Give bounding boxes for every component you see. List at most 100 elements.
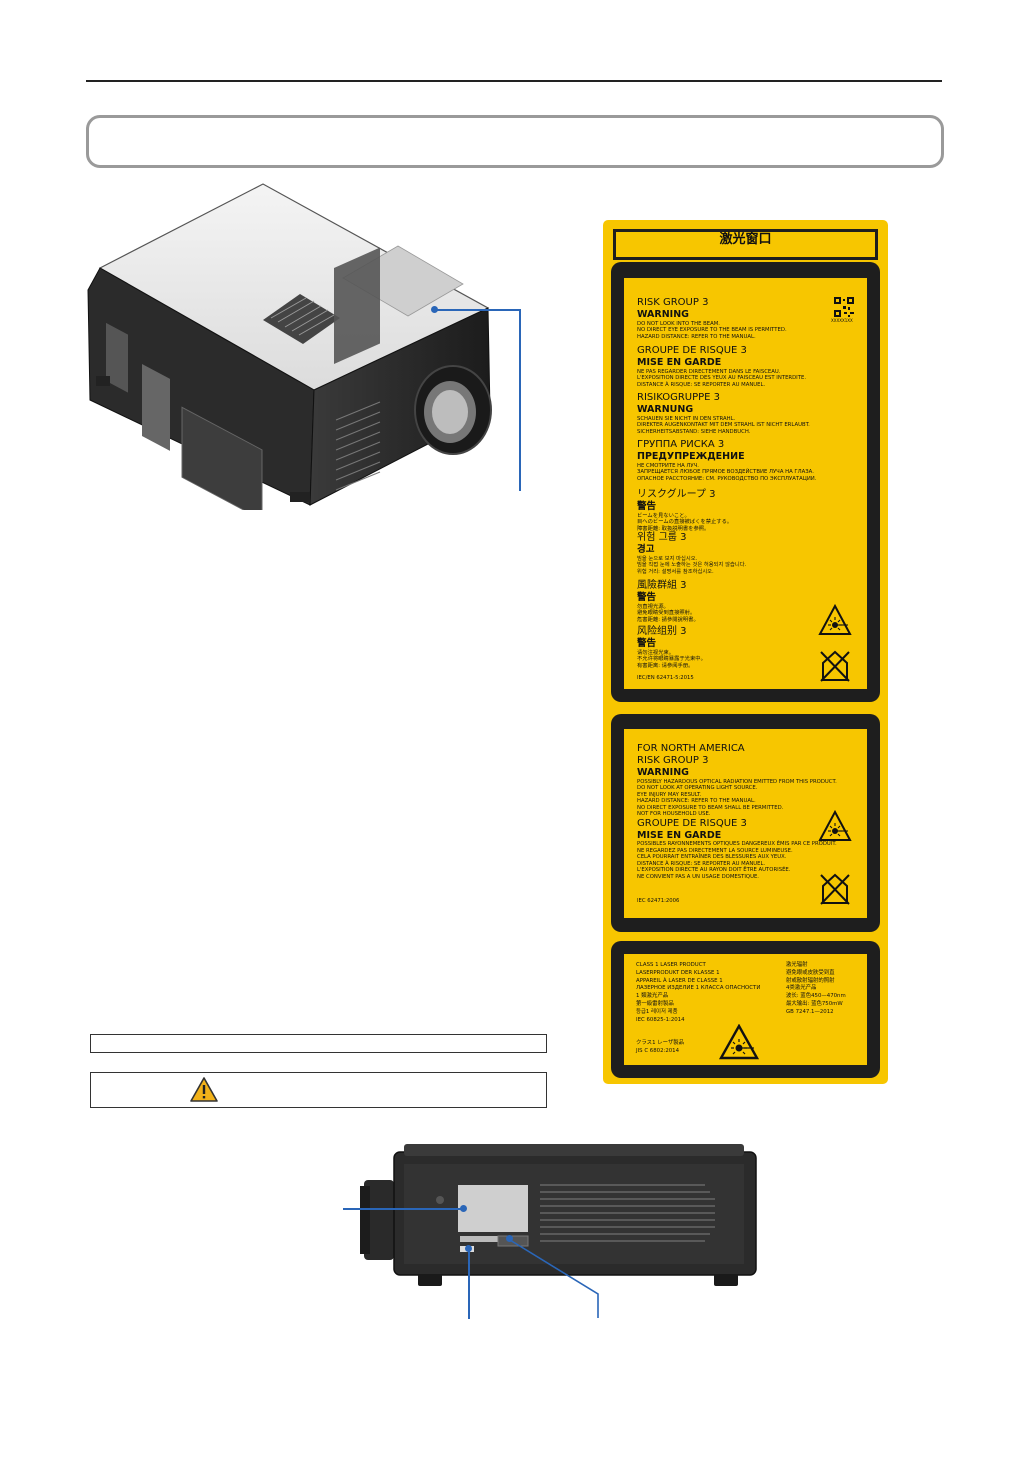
block-line: L'EXPOSITION DIRECTE DES YEUX AU FAISCEA… (637, 375, 807, 382)
block-subheading: 警告 (637, 638, 657, 650)
panel2-standard: IEC 62471:2006 (637, 898, 680, 904)
panel3-line: IEC 60825-1:2014 (636, 1016, 685, 1023)
top-rule (86, 80, 942, 82)
panel2-line: POSSIBLY HAZARDOUS OPTICAL RADIATION EMI… (637, 778, 837, 785)
panel3-right-text: 激光辐射 避免眼或皮肤受到直 射或散射辐射的照射 4类激光产品 波长: 蓝色45… (786, 962, 866, 1017)
section-title-box (86, 115, 944, 168)
panel2-risk-group: RISK GROUP 3 (637, 755, 709, 767)
block-subheading: WARNUNG (637, 404, 694, 416)
panel3-line: CLASS 1 LASER PRODUCT (636, 962, 706, 968)
caption-bar (90, 1034, 547, 1053)
block-line: NO DIRECT EYE EXPOSURE TO THE BEAM IS PE… (637, 327, 787, 334)
panel3-line: 波长: 蓝色450—470nm (786, 993, 846, 1000)
panel3-line: LASERPRODUKT DER KLASSE 1 (636, 969, 720, 976)
label-panel-2 (624, 729, 867, 918)
block-subheading: 경고 (637, 544, 655, 556)
laser-radiation-icon (818, 810, 852, 841)
qr-code-id: XXXXX1XX (831, 318, 853, 323)
block-line: 避免眼睛受到直接照射。 (637, 610, 696, 617)
block-subheading: ПРЕДУПРЕЖДЕНИЕ (637, 451, 745, 463)
block-line: 有害距离: 请参阅手册。 (637, 662, 694, 669)
panel2-fr-warning: MISE EN GARDE (637, 829, 722, 841)
panel3-line: 第一級雷射製品 (636, 1001, 674, 1008)
block-line: 빔을 직접 눈에 노출하는 것은 허용되지 않습니다. (637, 562, 747, 569)
block-subheading: 警告 (637, 592, 657, 604)
laser-radiation-icon (719, 1024, 759, 1060)
panel3-jp-text: クラス1 レーザ製品 JIS C 6802:2014 (636, 1040, 736, 1056)
panel1-block-zh-cn: 风险组别 3 警告 请勿注视光束。 不允许将眼睛暴露于光束中。 有害距离: 请参… (637, 626, 807, 669)
panel3-line: 1 類激光产品 (636, 993, 669, 1000)
panel3-line: GB 7247.1—2012 (786, 1008, 834, 1015)
panel3-left-text: CLASS 1 LASER PRODUCT LASERPRODUKT DER K… (636, 962, 786, 1025)
block-line: ビームを見ないこと。 (637, 512, 690, 519)
block-line: 障害距離: 取扱説明書を参照。 (637, 525, 710, 532)
panel3-line: ЛАЗЕРНОЕ ИЗДЕЛИЕ 1 КЛАССА ОПАСНОСТИ (636, 985, 761, 992)
block-heading: リスクグループ 3 (637, 489, 716, 500)
block-line: ОПАСНОЕ РАССТОЯНИЕ: СМ. РУКОВОДСТВО ПО Э… (637, 475, 817, 482)
block-heading: RISIKOGRUPPE 3 (637, 392, 721, 403)
panel2-line: DO NOT LOOK AT OPERATING LIGHT SOURCE. (637, 785, 758, 792)
block-line: 危害距離: 請參閱說明書。 (637, 616, 699, 623)
block-line: ЗАПРЕЩАЕТСЯ ЛЮБОЕ ПРЯМОЕ ВОЗДЕЙСТВИЕ ЛУЧ… (637, 469, 814, 476)
block-subheading: MISE EN GARDE (637, 357, 722, 369)
block-line: 请勿注视光束。 (637, 649, 675, 656)
panel1-block-ru: ГРУППА РИСКА 3 ПРЕДУПРЕЖДЕНИЕ НЕ СМОТРИТ… (637, 439, 862, 482)
panel1-block-ja: リスクグループ 3 警告 ビームを見ないこと。 目へのビームの直接被ばくを禁止す… (637, 489, 852, 532)
panel2-fr-line: CELA POURRAIT ENTRAÎNER DES BLESSURES AU… (637, 854, 787, 861)
block-heading: RISK GROUP 3 (637, 297, 709, 308)
block-heading: GROUPE DE RISQUE 3 (637, 345, 747, 356)
block-line: DISTANCE À RISQUE: SE REPORTER AU MANUEL… (637, 381, 766, 388)
caution-bar (90, 1072, 547, 1108)
leader-line-bottom-2 (509, 1239, 599, 1318)
panel3-line: 避免眼或皮肤受到直 (786, 969, 835, 976)
block-heading: 風險群組 3 (637, 580, 687, 591)
panel1-block-en: RISK GROUP 3 WARNING DO NOT LOOK INTO TH… (637, 297, 827, 340)
panel3-line: APPAREIL À LASER DE CLASSE 1 (636, 977, 723, 984)
leader-dot-small-label (465, 1245, 472, 1252)
block-subheading: WARNING (637, 309, 689, 321)
panel2-fr-line: NE CONVIENT PAS A UN USAGE DOMESTIQUE. (637, 873, 759, 880)
panel2-warning: WARNING (637, 767, 689, 779)
panel3-line: 4类激光产品 (786, 985, 817, 992)
panel2-fr-risk-group: GROUPE DE RISQUE 3 (637, 817, 747, 829)
block-line: 不允许将眼睛暴露于光束中。 (637, 656, 706, 663)
block-line: 빔을 눈으로 보지 마십시오. (637, 555, 698, 562)
panel1-standard: IEC/EN 62471-5:2015 (637, 675, 694, 681)
panel3-line: 激光辐射 (786, 962, 808, 968)
leader-line-bottom-1 (468, 1249, 470, 1319)
leader-dot-left (460, 1205, 467, 1212)
block-line: DIREKTER AUGENKONTAKT MIT DEM STRAHL IST… (637, 422, 810, 429)
panel2-fr-line: POSSIBLES RAYONNEMENTS OPTIQUES DANGEREU… (637, 841, 837, 848)
panel2-text: FOR NORTH AMERICA RISK GROUP 3 WARNING P… (637, 743, 862, 880)
leader-line-left (343, 1208, 463, 1210)
block-line: НЕ СМОТРИТЕ НА ЛУЧ. (637, 462, 699, 469)
panel1-block-zh-tw: 風險群組 3 警告 勿直視光源。 避免眼睛受到直接照射。 危害距離: 請參閱說明… (637, 580, 807, 623)
panel2-line: NO DIRECT EXPOSURE TO BEAM SHALL BE PERM… (637, 804, 784, 811)
panel1-block-fr: GROUPE DE RISQUE 3 MISE EN GARDE NE PAS … (637, 345, 852, 388)
panel3-line: 등급1 레이저 제품 (636, 1008, 678, 1015)
panel3-line: JIS C 6802:2014 (636, 1047, 680, 1054)
panel2-line: EYE INJURY MAY RESULT. (637, 791, 702, 798)
block-heading: 위험 그룹 3 (637, 532, 687, 543)
laser-radiation-icon (818, 604, 852, 635)
panel2-line: HAZARD DISTANCE: REFER TO THE MANUAL. (637, 798, 756, 805)
projector-side-view-illustration (360, 1144, 757, 1286)
projector-top-view-illustration (87, 183, 492, 510)
qr-code-icon (834, 297, 854, 317)
block-heading: 风险组别 3 (637, 626, 687, 637)
block-heading: ГРУППА РИСКА 3 (637, 439, 725, 450)
block-line: SICHERHEITSABSTAND: SIEHE HANDBUCH. (637, 428, 751, 435)
caution-triangle-icon (190, 1077, 218, 1102)
panel1-block-ko: 위험 그룹 3 경고 빔을 눈으로 보지 마십시오. 빔을 직접 눈에 노출하는… (637, 532, 852, 575)
not-for-household-icon (820, 873, 850, 905)
panel3-line: 最大输出: 蓝色750mW (786, 1001, 843, 1008)
leader-dot-top (431, 306, 438, 313)
panel2-fr-line: DISTANCE À RISQUE: SE REPORTER AU MANUEL… (637, 860, 766, 867)
leader-line-top-h (435, 309, 520, 311)
panel2-line: NOT FOR HOUSEHOLD USE. (637, 811, 711, 818)
block-line: 위험 거리: 설명서를 참조하십시오. (637, 568, 714, 575)
panel1-block-de: RISIKOGRUPPE 3 WARNUNG SCHAUEN SIE NICHT… (637, 392, 852, 435)
block-line: HAZARD DISTANCE: REFER TO THE MANUAL. (637, 333, 756, 340)
leader-line-top-v (519, 309, 521, 491)
block-line: 目へのビームの直接被ばくを禁止する。 (637, 519, 733, 526)
